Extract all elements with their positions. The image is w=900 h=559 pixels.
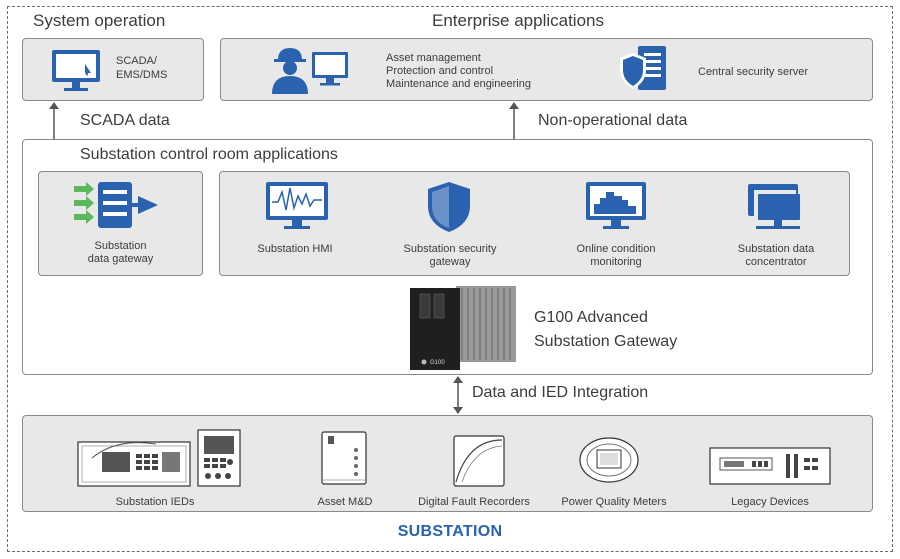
- condition-monitoring-label: Online condition monitoring: [576, 243, 656, 268]
- data-concentrator-label: Substation data concentrator: [737, 243, 815, 268]
- g100-badge: G100: [430, 360, 445, 366]
- legacy-devices-label: Legacy Devices: [731, 496, 809, 508]
- central-security-server-label: Central security server: [698, 66, 809, 78]
- digital-fault-recorder-image: [453, 435, 505, 487]
- security-shield-icon: [428, 182, 470, 232]
- substation-title: SUBSTATION: [397, 523, 503, 540]
- ied-integration-label: Data and IED Integration: [472, 384, 649, 401]
- power-quality-meter-image: [579, 437, 639, 483]
- system-operation-title: System operation: [33, 11, 166, 30]
- non-operational-label: Non-operational data: [538, 112, 688, 129]
- data-gateway-icon: [74, 182, 158, 228]
- power-quality-meters-label: Power Quality Meters: [561, 496, 667, 508]
- asset-md-label: Asset M&D: [317, 496, 373, 508]
- legacy-device-image: [709, 447, 831, 485]
- enterprise-app-2: Protection and control: [386, 65, 494, 77]
- engineer-icon: [272, 48, 348, 94]
- digital-fault-recorders-label: Digital Fault Recorders: [418, 496, 530, 508]
- gateway-label: Substation data gateway: [87, 240, 154, 265]
- ied-integration-arrow: [453, 376, 463, 414]
- security-gateway-label: Substation security gateway: [403, 243, 497, 268]
- security-server-icon: [620, 46, 666, 90]
- enterprise-title: Enterprise applications: [432, 11, 604, 30]
- monitor-icon: [52, 50, 100, 91]
- substation-ieds-image: [77, 429, 241, 487]
- diagram-frame: [7, 6, 893, 552]
- condition-monitoring-icon: [586, 182, 646, 229]
- asset-md-image: [321, 431, 367, 485]
- g100-label: G100 Advanced Substation Gateway: [534, 309, 678, 350]
- enterprise-app-3: Maintenance and engineering: [386, 78, 531, 90]
- hmi-label: Substation HMI: [257, 243, 333, 255]
- control-room-title: Substation control room applications: [80, 146, 338, 163]
- g100-device-image: G100: [410, 286, 516, 370]
- enterprise-app-1: Asset management: [386, 52, 481, 64]
- data-concentrator-icon: [748, 184, 800, 229]
- scada-label: SCADA/ EMS/DMS: [116, 55, 168, 81]
- scada-data-label: SCADA data: [80, 112, 170, 129]
- hmi-icon: [266, 182, 328, 229]
- substation-ieds-label: Substation IEDs: [115, 496, 195, 508]
